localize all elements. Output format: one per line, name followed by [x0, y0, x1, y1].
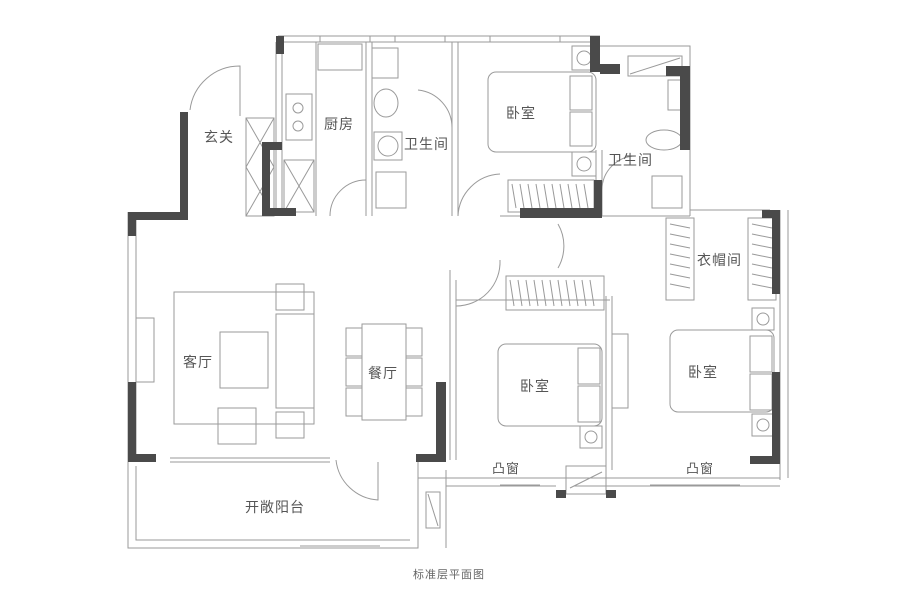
plan-caption: 标准层平面图	[413, 568, 485, 581]
room-label-entrance: 玄关	[204, 130, 234, 146]
room-label-cloakroom: 衣帽间	[697, 253, 742, 269]
room-label-bay-window-1: 凸窗	[492, 462, 521, 477]
room-label-bathroom-1: 卫生间	[404, 137, 449, 153]
room-label-bedroom-right: 卧室	[688, 365, 718, 381]
room-label-open-balcony: 开敞阳台	[245, 500, 305, 516]
room-label-living-room: 客厅	[183, 355, 213, 371]
room-label-bedroom-top: 卧室	[506, 106, 536, 122]
room-label-bedroom-middle: 卧室	[520, 379, 550, 395]
room-label-kitchen: 厨房	[324, 117, 354, 133]
room-label-bathroom-2: 卫生间	[608, 153, 653, 169]
room-label-bay-window-2: 凸窗	[686, 462, 715, 477]
room-label-dining-room: 餐厅	[368, 366, 398, 382]
